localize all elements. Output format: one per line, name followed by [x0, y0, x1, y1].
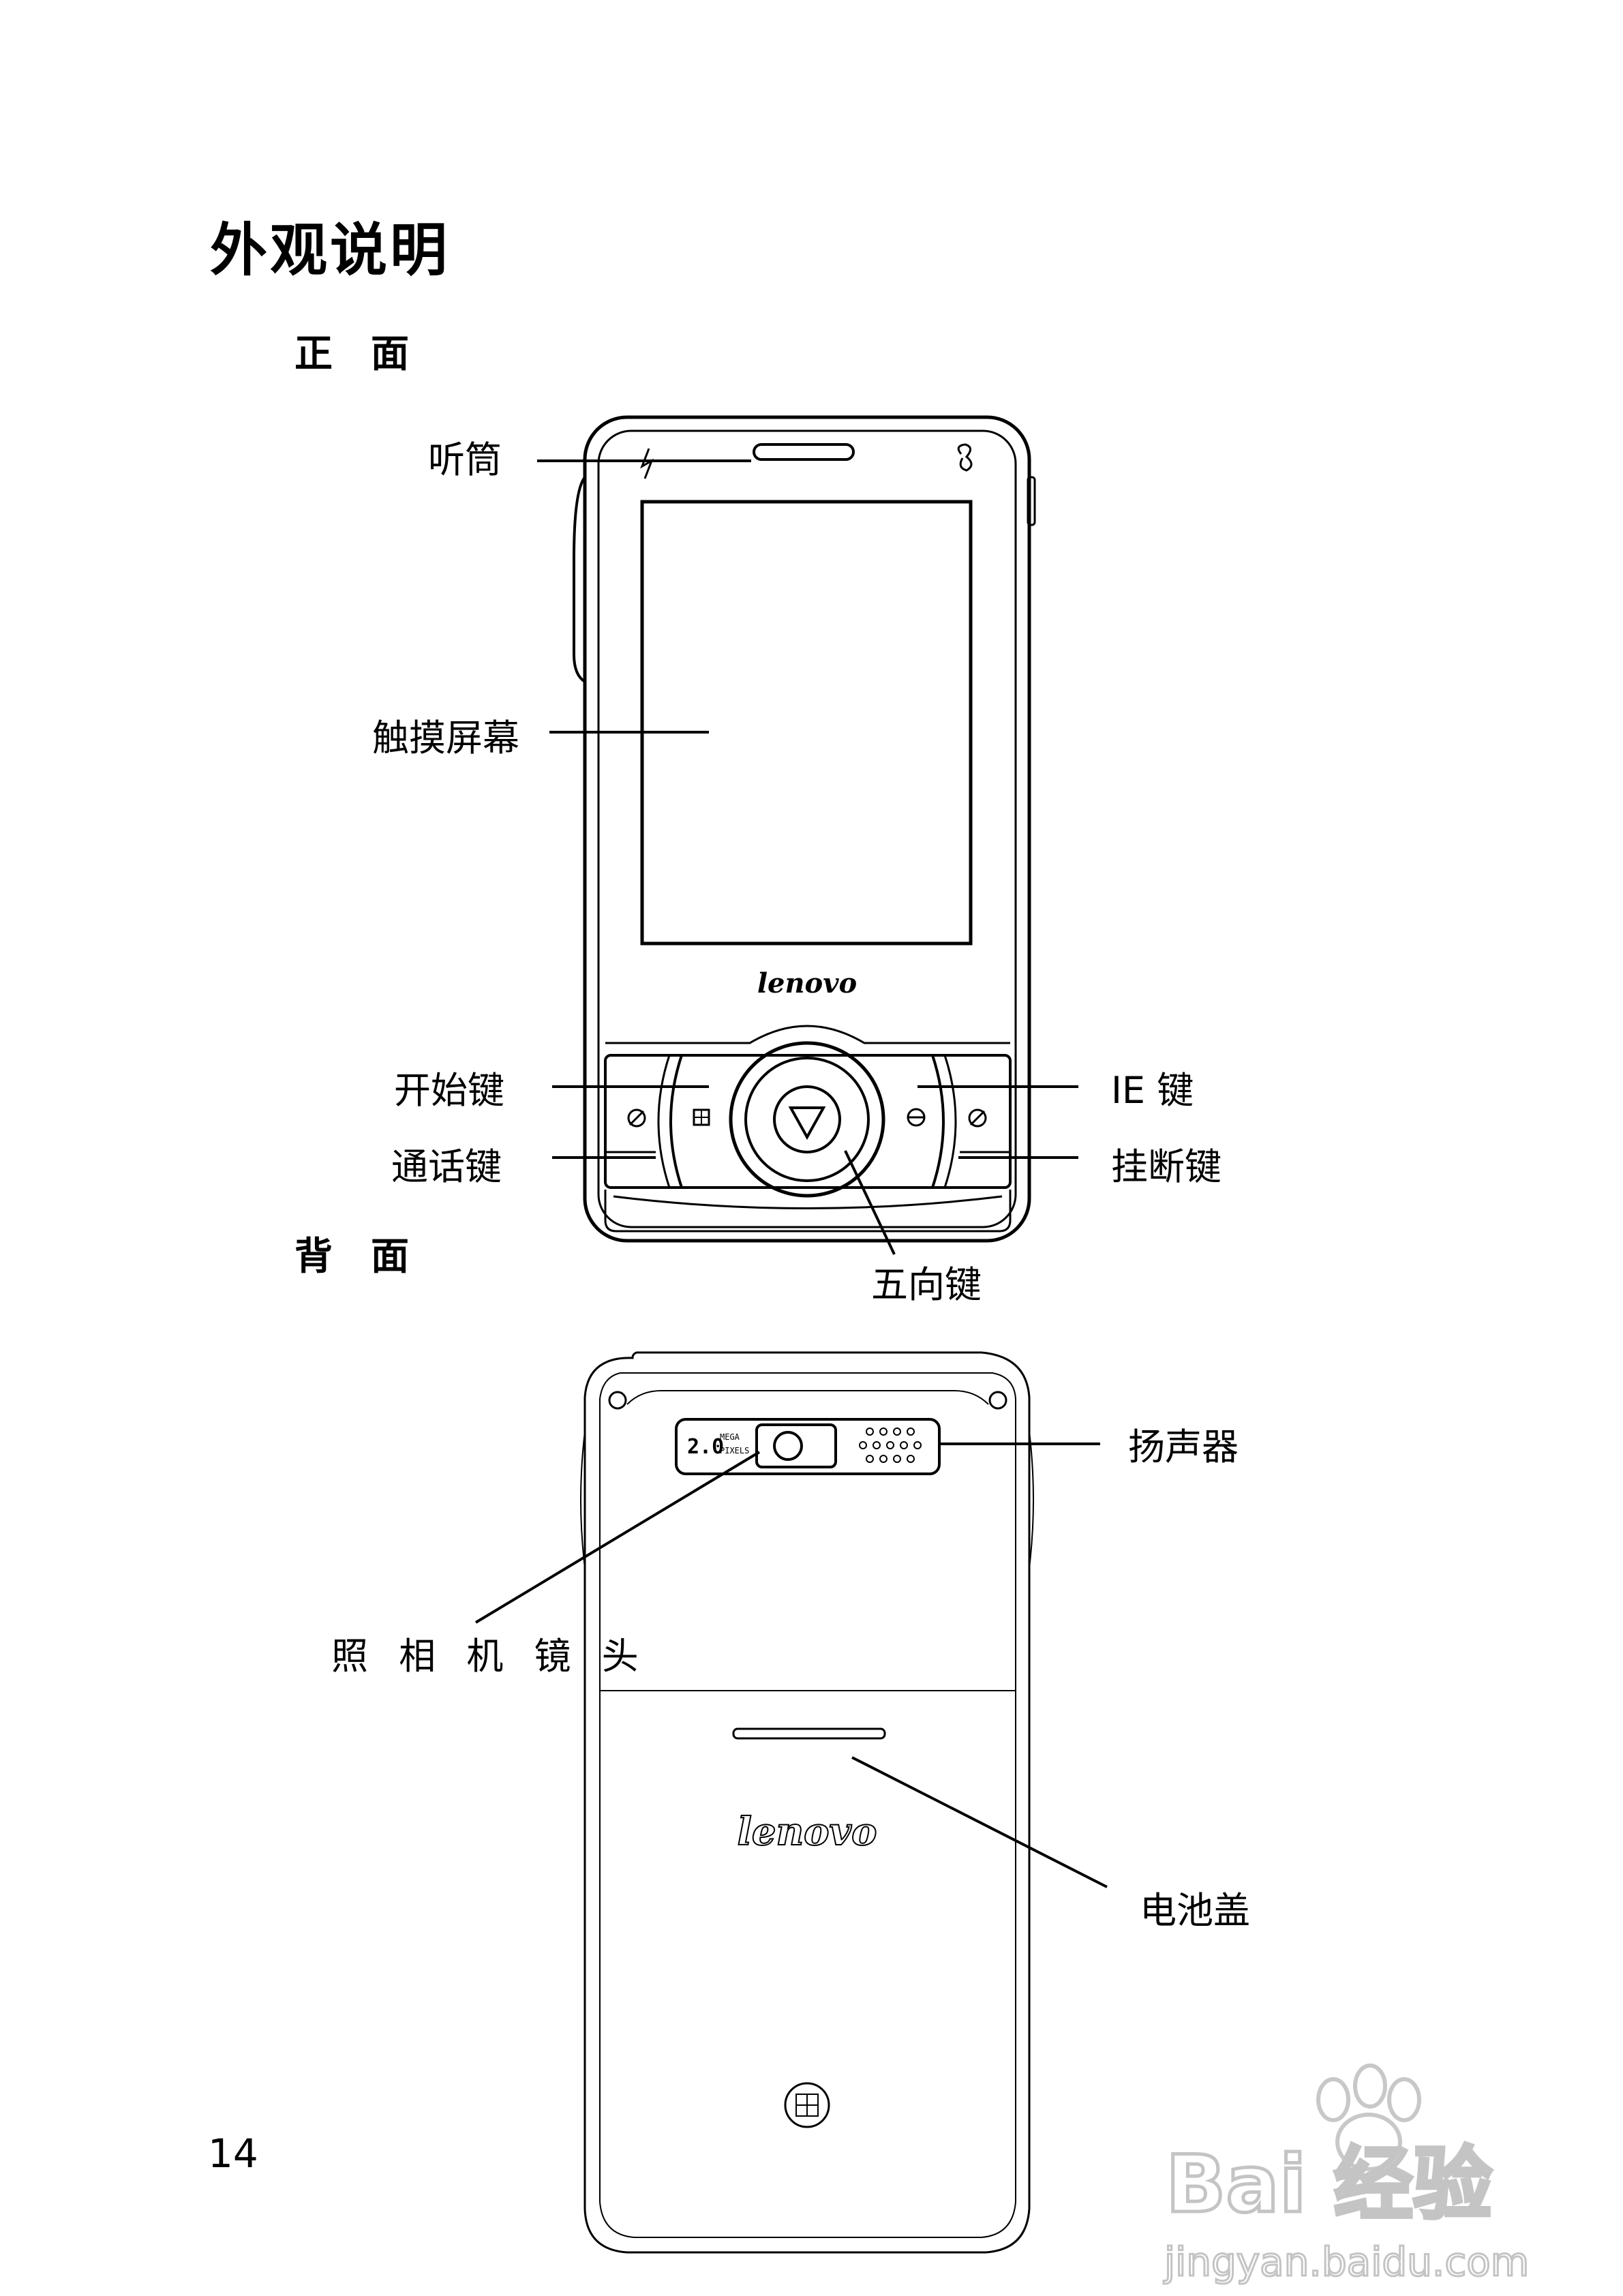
camera-module — [675, 1418, 941, 1475]
label-earpiece: 听筒 — [428, 438, 502, 481]
camera-badge-number: 2.0 — [687, 1435, 724, 1459]
call-icon — [627, 1108, 646, 1128]
windows-icon — [693, 1108, 710, 1126]
label-end-key: 挂断键 — [1111, 1145, 1222, 1188]
nav-center-key — [773, 1085, 841, 1153]
nav-ring-outer — [729, 1041, 885, 1198]
earpiece-slot — [753, 443, 855, 461]
nav-down-icon — [788, 1106, 826, 1141]
battery-latch — [732, 1727, 886, 1740]
ie-icon — [907, 1108, 926, 1127]
label-battery-cover: 电池盖 — [1140, 1889, 1250, 1932]
bluetooth-icon — [957, 443, 973, 472]
label-touchscreen: 触摸屏幕 — [372, 716, 519, 759]
back-phone: lenovo — [580, 1351, 1034, 2254]
back-heading: 背 面 — [294, 1235, 409, 1279]
back-logo: lenovo — [738, 1809, 877, 1854]
label-call-key: 通话键 — [391, 1145, 502, 1188]
page-title: 外观说明 — [210, 217, 451, 284]
watermark-brand: Bai 经验 — [1166, 2139, 1492, 2231]
camera-badge-pixels: PIXELS — [720, 1446, 749, 1455]
front-phone: lenovo — [573, 415, 1036, 1243]
label-nav-key: 五向键 — [871, 1263, 982, 1306]
camera-badge-mega: MEGA — [720, 1432, 740, 1442]
label-ie-key: IE 键 — [1111, 1069, 1194, 1112]
speaker-grille — [859, 1428, 922, 1463]
page-number: 14 — [208, 2130, 258, 2177]
windows-emblem-icon — [784, 2082, 830, 2128]
front-leaders — [537, 459, 1078, 1255]
end-call-icon — [968, 1108, 987, 1128]
back-leaders — [474, 1442, 1108, 1888]
label-start-key: 开始键 — [394, 1069, 504, 1112]
touchscreen — [640, 500, 973, 946]
camera-lens — [773, 1431, 803, 1461]
label-speaker: 扬声器 — [1128, 1425, 1239, 1468]
flash-icon — [640, 448, 654, 479]
front-heading: 正 面 — [294, 332, 409, 376]
front-logo: lenovo — [757, 967, 857, 999]
watermark-url: jingyan.baidu.com — [1163, 2239, 1529, 2285]
baidu-watermark: Bai 经验 jingyan.baidu.com — [1162, 2064, 1530, 2286]
